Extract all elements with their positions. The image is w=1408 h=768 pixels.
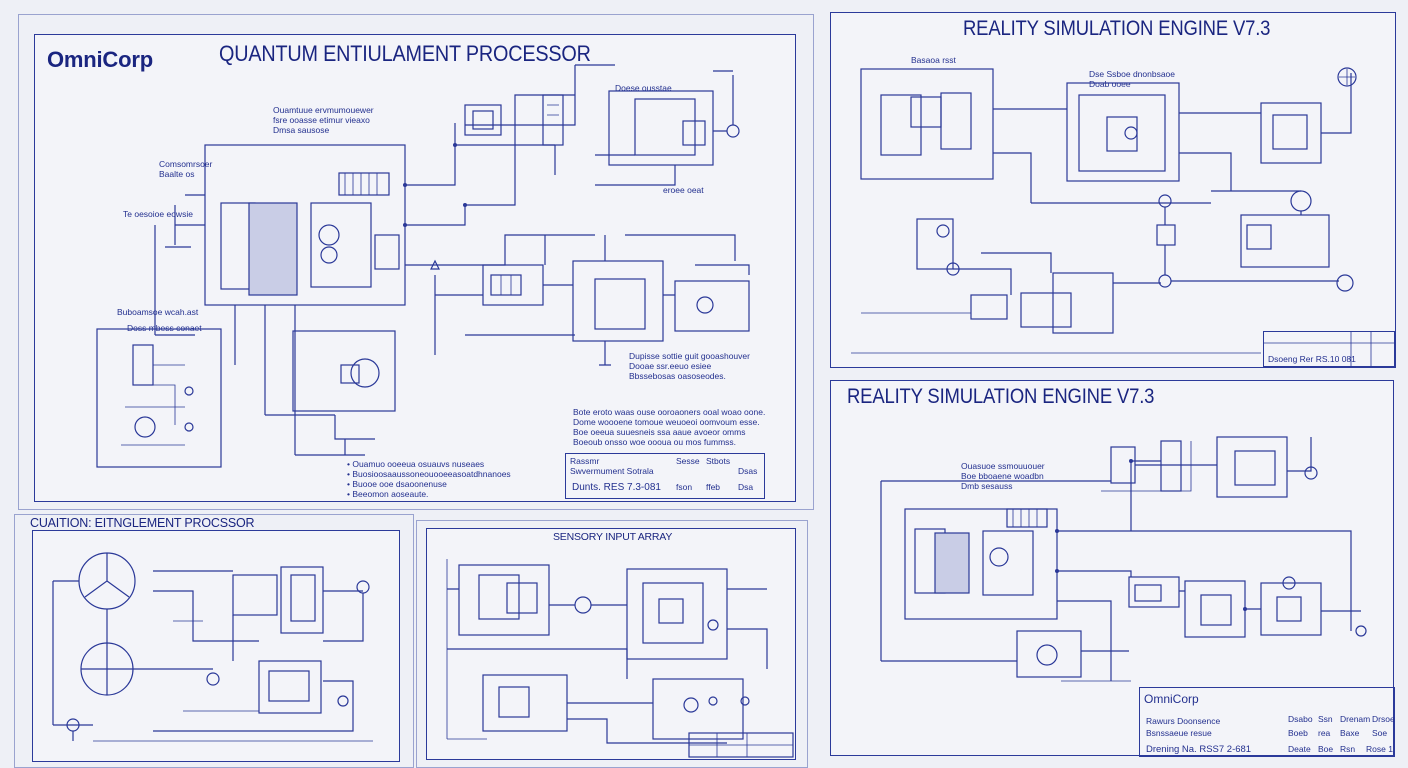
main-label-8: Dupisse sottie guit gooashouver Dooae ss…: [629, 351, 750, 381]
rse-bottom-tb-cell: Ssn: [1318, 714, 1333, 724]
main-label-5: Doss mbess conaet: [127, 323, 202, 333]
main-label-9: Bote eroto waas ouse ooroaoners ooal woa…: [573, 407, 766, 447]
main-tb-cell: ffeb: [706, 482, 721, 492]
caution-sheet: [32, 530, 400, 762]
rse-bottom-tb-row1: Rawurs Doonsence: [1146, 716, 1221, 726]
main-sheet: OmniCorp QUANTUM ENTIULAMENT PROCESSOR O…: [34, 34, 796, 502]
rse-top-drawing-no: Dsoeng Rer RS.10 081: [1268, 354, 1356, 364]
main-schematic: [96, 64, 750, 468]
main-label-3: Te oesoioe eowsie: [123, 209, 193, 219]
main-label-10: • Ouamuo ooeeua osuauvs nuseaes • Buosio…: [347, 459, 511, 499]
rse-bottom-tb-cell: rea: [1318, 728, 1331, 738]
rse-bottom-brand: OmniCorp: [1144, 692, 1199, 706]
rse-bottom-title-block: OmniCorp Rawurs Doonsence Bsnssaeue resu…: [1139, 687, 1395, 757]
rse-top-title: REALITY SIMULATION ENGINE V7.3: [963, 17, 1271, 40]
rse-bottom-schematic: [880, 436, 1367, 682]
rse-bottom-tb-cell: Boe: [1318, 744, 1334, 754]
main-tb-left2: Swvermument Sotrala: [570, 466, 654, 476]
main-tb-cell: Stbots: [706, 456, 731, 466]
caution-title: CUAITION: EITNGLEMENT PROCSSOR: [30, 516, 255, 530]
rse-bottom-tb-cell: Drsoe: [1372, 714, 1395, 724]
caution-schematic: [52, 552, 373, 742]
rse-bottom-sheet: REALITY SIMULATION ENGINE V7.3 Ouasuoe s…: [830, 380, 1395, 757]
rse-bottom-drawing-no: Drening Na. RSS7 2-681: [1146, 744, 1252, 755]
sensory-sheet: SENSORY INPUT ARRAY: [426, 528, 796, 760]
rse-top-label-2: Dse Ssboe dnonbsaoe Doab ooee: [1089, 69, 1176, 89]
rse-bottom-tb-cell: Rsn: [1340, 744, 1356, 754]
rse-top-sheet: REALITY SIMULATION ENGINE V7.3 Basaoa rs…: [830, 12, 1396, 368]
main-label-4: Buboamsoe wcah.ast: [117, 307, 199, 317]
main-label-1: Ouamtuue ervmumouewer fsre ooasse etimur…: [273, 105, 374, 135]
rse-top-label-1: Basaoa rsst: [911, 55, 956, 65]
sensory-schematic: [446, 559, 794, 758]
main-tb-cell: fson: [676, 482, 693, 492]
main-brand: OmniCorp: [47, 47, 153, 72]
rse-top-schematic: [851, 67, 1395, 367]
rse-bottom-tb-cell: Baxe: [1340, 728, 1360, 738]
main-tb-left1: Rassmr: [570, 456, 600, 466]
rse-bottom-tb-cell: Boeb: [1288, 728, 1308, 738]
main-sheet-frame: [18, 14, 814, 510]
main-drawing-no: Dunts. RES 7.3-081: [572, 482, 661, 493]
main-label-6: Doese ousstae: [615, 83, 672, 93]
rse-bottom-tb-cell: Dsabo: [1288, 714, 1313, 724]
main-label-2: Comsomrsoer Baalte os: [159, 159, 213, 179]
main-tb-cell: Dsas: [738, 466, 758, 476]
rse-bottom-tb-cell: Deate: [1288, 744, 1311, 754]
rse-bottom-tb-cell: Soe: [1372, 728, 1388, 738]
rse-bottom-title: REALITY SIMULATION ENGINE V7.3: [847, 385, 1155, 408]
rse-bottom-tb-row2: Bsnssaeue resue: [1146, 728, 1212, 738]
rse-top-title-block: Dsoeng Rer RS.10 081: [1263, 331, 1395, 367]
main-tb-cell: Dsa: [738, 482, 754, 492]
rse-bottom-label-1: Ouasuoe ssmouuouer Boe bboaene woadbn Dm…: [961, 461, 1045, 491]
sensory-title: SENSORY INPUT ARRAY: [553, 531, 673, 543]
rse-bottom-tb-cell: Rose 1: [1366, 744, 1393, 754]
main-title-block: Rassmr Swvermument Sotrala Dunts. RES 7.…: [565, 453, 765, 499]
main-title: QUANTUM ENTIULAMENT PROCESSOR: [219, 41, 591, 66]
rse-bottom-tb-cell: Drenam: [1340, 714, 1371, 724]
main-tb-cell: Sesse: [676, 456, 700, 466]
main-label-7: eroee oeat: [663, 185, 704, 195]
